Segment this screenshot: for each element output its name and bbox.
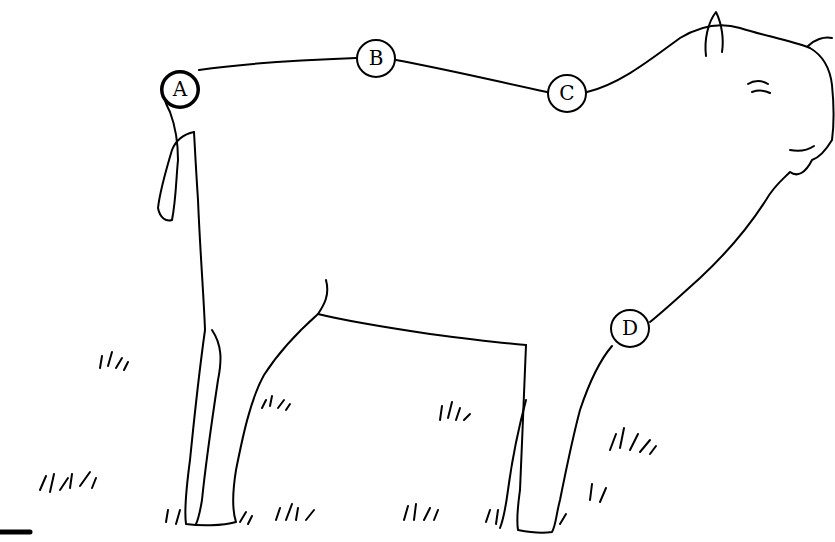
callout-circle: C (547, 74, 587, 113)
grass (440, 402, 470, 420)
callout-circle: D (610, 309, 650, 348)
grass (610, 428, 656, 454)
head-outline (587, 25, 834, 322)
back-line (396, 60, 547, 92)
eye (748, 81, 768, 84)
flank (318, 280, 327, 314)
hind-leg (185, 132, 318, 525)
eye (752, 91, 770, 93)
grass (590, 484, 606, 502)
circle-outline (548, 75, 586, 112)
callout-circle: A (160, 70, 200, 109)
circle-outline (611, 310, 649, 347)
grass (262, 396, 290, 410)
callout-letter: C (559, 83, 574, 103)
grass (100, 352, 128, 370)
callout-circle: B (356, 39, 396, 78)
foreleg (517, 345, 612, 533)
circle-outline (162, 71, 199, 107)
tail (158, 98, 194, 221)
mouth (790, 146, 814, 151)
belly (318, 314, 526, 345)
callout-letter: B (369, 48, 384, 68)
grass (166, 510, 252, 524)
circle-outline (357, 40, 395, 77)
hind-leg (196, 330, 220, 524)
grass (276, 504, 314, 520)
grass (404, 504, 438, 520)
ground-mark (0, 530, 30, 535)
ear (705, 12, 722, 56)
foreleg (500, 400, 526, 528)
grass (40, 472, 96, 492)
back-line (199, 58, 356, 70)
ear (808, 37, 832, 46)
grass (486, 510, 566, 524)
callout-letter: A (173, 79, 187, 99)
callout-letter: D (622, 318, 638, 338)
